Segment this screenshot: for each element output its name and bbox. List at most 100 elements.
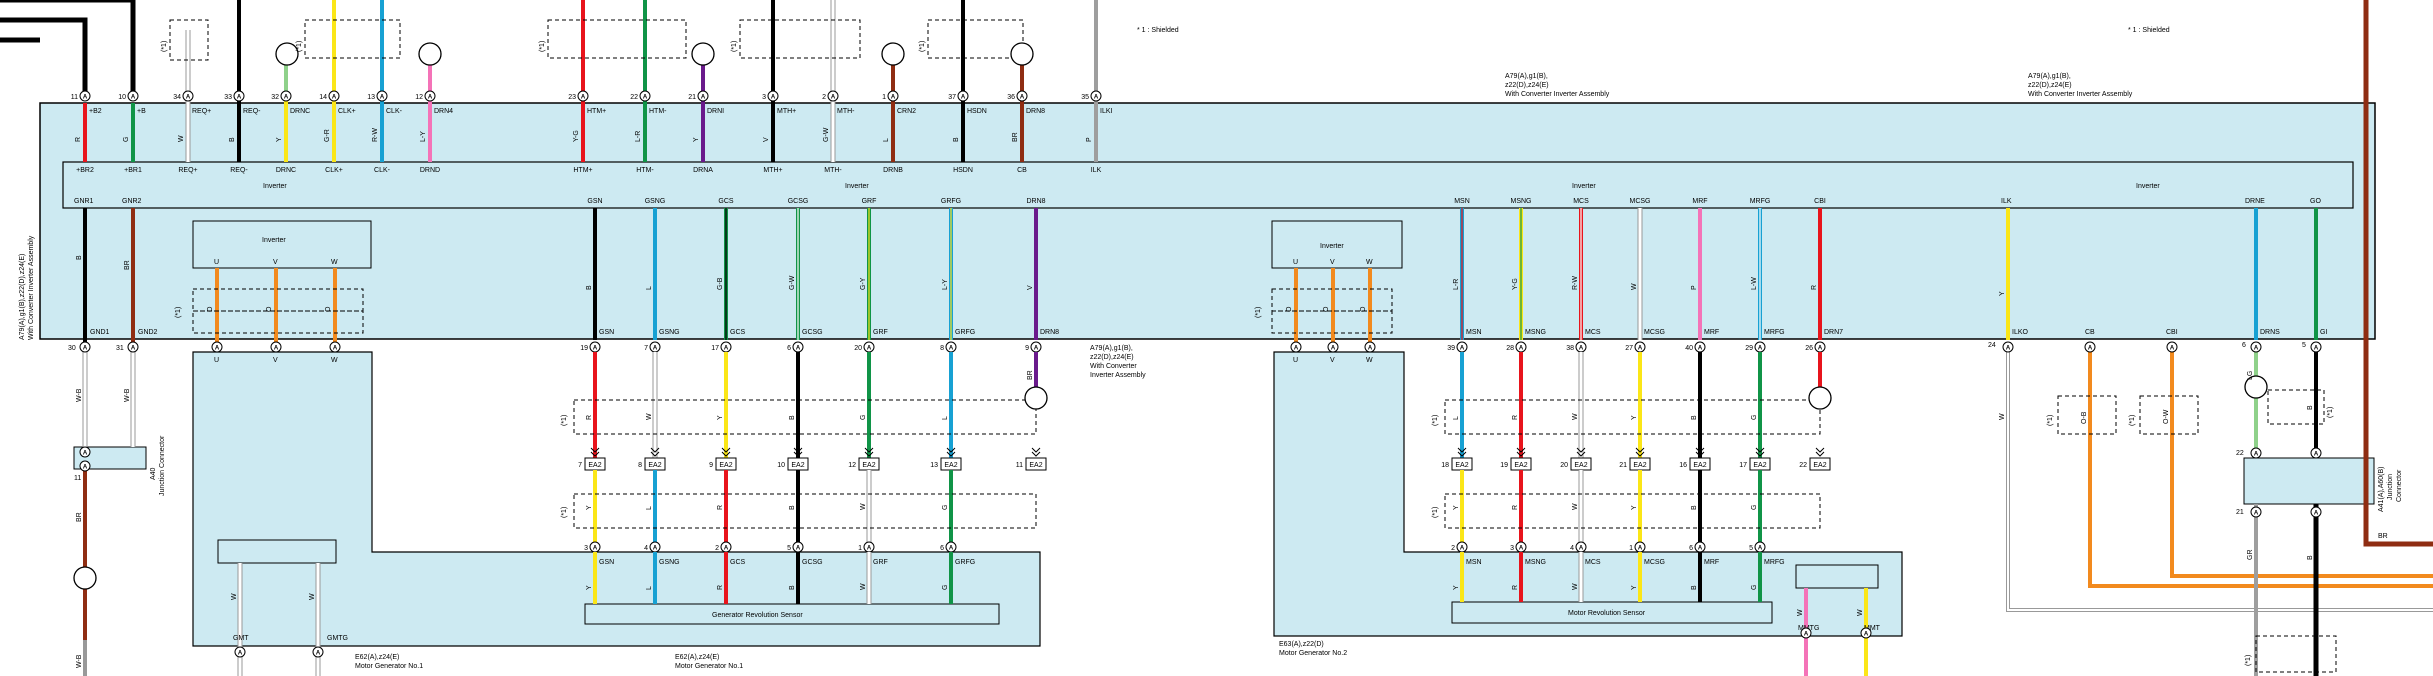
shield-label-4: (*1) xyxy=(561,507,568,518)
gen-pin-19: A xyxy=(589,341,601,353)
a40-label: A40 xyxy=(150,467,157,480)
svg-text:A: A xyxy=(237,95,242,101)
top-wire-color-36: BR xyxy=(1012,132,1019,142)
gen-top-label-GCSG: GCSG xyxy=(788,198,809,205)
gen-c1-DRN8: V xyxy=(1027,285,1034,290)
mot-c3-MSNG: R xyxy=(1512,505,1519,510)
label-mmt: MMT xyxy=(1864,625,1881,632)
shield-label-6: (*1) xyxy=(1432,507,1439,518)
top-pin-layer: A11+B2+BR2RA10+B+BR1GA34REQ+REQ+WA33REQ-… xyxy=(71,90,1113,174)
svg-text:A: A xyxy=(949,546,954,552)
mot-c1-MCSG: W xyxy=(1631,283,1638,290)
top-pin-num-23: 23 xyxy=(568,94,576,101)
mot-pin-num-26: 26 xyxy=(1805,345,1813,352)
a41-label-2: Junction xyxy=(2387,474,2394,500)
a79-mid-3: With Converter xyxy=(1090,363,1137,370)
svg-text:A: A xyxy=(1020,95,1025,101)
mot-bot-label-MRF: MRF xyxy=(1704,329,1719,336)
gen-drn-color: BR xyxy=(1027,370,1034,380)
gen-pin-8: A xyxy=(945,341,957,353)
mot-pin-28: A xyxy=(1515,341,1527,353)
svg-text:12: 12 xyxy=(848,462,856,469)
label-pin6: 6 xyxy=(2242,342,2246,349)
gen-bot-label-GRF: GRF xyxy=(873,329,888,336)
mg1-label-c: E62(A),z24(E) xyxy=(675,654,719,661)
top-pin-num-1: 1 xyxy=(882,94,886,101)
top-pin-11: A xyxy=(79,90,91,102)
mot-pin-38: A xyxy=(1575,341,1587,353)
mot-c2-MSN: L xyxy=(1453,416,1460,420)
wire-b-power2 xyxy=(0,0,136,96)
mot-bot-label-DRN7: DRN7 xyxy=(1824,329,1843,336)
shield-circles xyxy=(73,42,2268,590)
svg-text:A: A xyxy=(131,346,136,352)
gen-top-label-GCS: GCS xyxy=(718,198,734,205)
inner-sig-1: DRNB xyxy=(883,167,903,174)
a79-mid-4: Inverter Assembly xyxy=(1090,372,1146,379)
gen-c1-GRF: G-Y xyxy=(860,277,867,290)
gen-pin-7: A xyxy=(649,341,661,353)
wire-label-ob: O-B xyxy=(2081,411,2088,424)
mot-bot-label-MRFG: MRFG xyxy=(1764,329,1785,336)
wire-b-power xyxy=(0,17,88,96)
gen-bot-label-GCS: GCS xyxy=(730,329,746,336)
static-pin-10: A xyxy=(2166,341,2178,353)
inner-sig-2: MTH- xyxy=(824,167,842,174)
svg-text:A: A xyxy=(83,346,88,352)
wire-label-wb1: W-B xyxy=(76,388,83,402)
gen-c2-GSNG: W xyxy=(646,413,653,420)
static-pin-8: A xyxy=(2002,341,2014,353)
gen-sensor-sig-GSN: GSN xyxy=(599,559,614,566)
static-pin-2: A xyxy=(211,341,223,353)
svg-text:8: 8 xyxy=(638,462,642,469)
mot-pin-num-38: 38 xyxy=(1566,345,1574,352)
gen-c3-GRF: W xyxy=(860,503,867,510)
shield-label-1: (*1) xyxy=(175,307,182,318)
a79-left-label-2: With Converter Inverter Assembly xyxy=(28,235,35,340)
gen-c3-GCSG: B xyxy=(789,505,796,510)
gen-c4-GSNG: L xyxy=(646,586,653,590)
mot-c1-CBI: R xyxy=(1811,285,1818,290)
mot-c4-MRF: B xyxy=(1691,585,1698,590)
svg-text:A: A xyxy=(1698,546,1703,552)
label-pin31: 31 xyxy=(116,345,124,352)
wire-label-o2: O xyxy=(266,306,273,312)
gen-c2-GRFG: L xyxy=(942,416,949,420)
inverter-label-4: Inverter xyxy=(2136,183,2160,190)
label-pin22: 22 xyxy=(2236,450,2244,457)
gen-c2-GSN: R xyxy=(586,415,593,420)
label-go: GO xyxy=(2310,198,2321,205)
label-gnd1: GND1 xyxy=(90,329,110,336)
svg-text:A: A xyxy=(796,546,801,552)
mot-c1-MSNG: Y-G xyxy=(1512,278,1519,290)
mot-top-label-MRF: MRF xyxy=(1692,198,1707,205)
label-gnr1: GNR1 xyxy=(74,198,94,205)
mot-c3-MRF: B xyxy=(1691,505,1698,510)
svg-text:A: A xyxy=(83,95,88,101)
gen-pin-num-19: 19 xyxy=(580,345,588,352)
label-gmtg: GMTG xyxy=(327,635,348,642)
gen-c4-GRFG: G xyxy=(942,585,949,590)
mot-top-label-MRFG: MRFG xyxy=(1750,198,1771,205)
wire-label-ow: O-W xyxy=(2163,409,2170,424)
junction-a40 xyxy=(73,446,147,470)
mot-sensor-pin-5: A xyxy=(1754,541,1766,553)
shielded-note-right: * 1 : Shielded xyxy=(2128,27,2170,34)
label-br-right: BR xyxy=(2378,533,2388,540)
wire-label-o5: O xyxy=(1323,306,1330,312)
mot-top-label-MSN: MSN xyxy=(1454,198,1470,205)
top-pin-22: A xyxy=(639,90,651,102)
svg-text:A: A xyxy=(2254,511,2259,517)
svg-text:A: A xyxy=(1519,546,1524,552)
shield-boxes xyxy=(169,19,2337,673)
svg-text:A: A xyxy=(131,95,136,101)
label-u1b: U xyxy=(214,357,219,364)
static-pin-17: A xyxy=(2250,506,2262,518)
mot-sensor-num-6: 6 xyxy=(1689,545,1693,552)
